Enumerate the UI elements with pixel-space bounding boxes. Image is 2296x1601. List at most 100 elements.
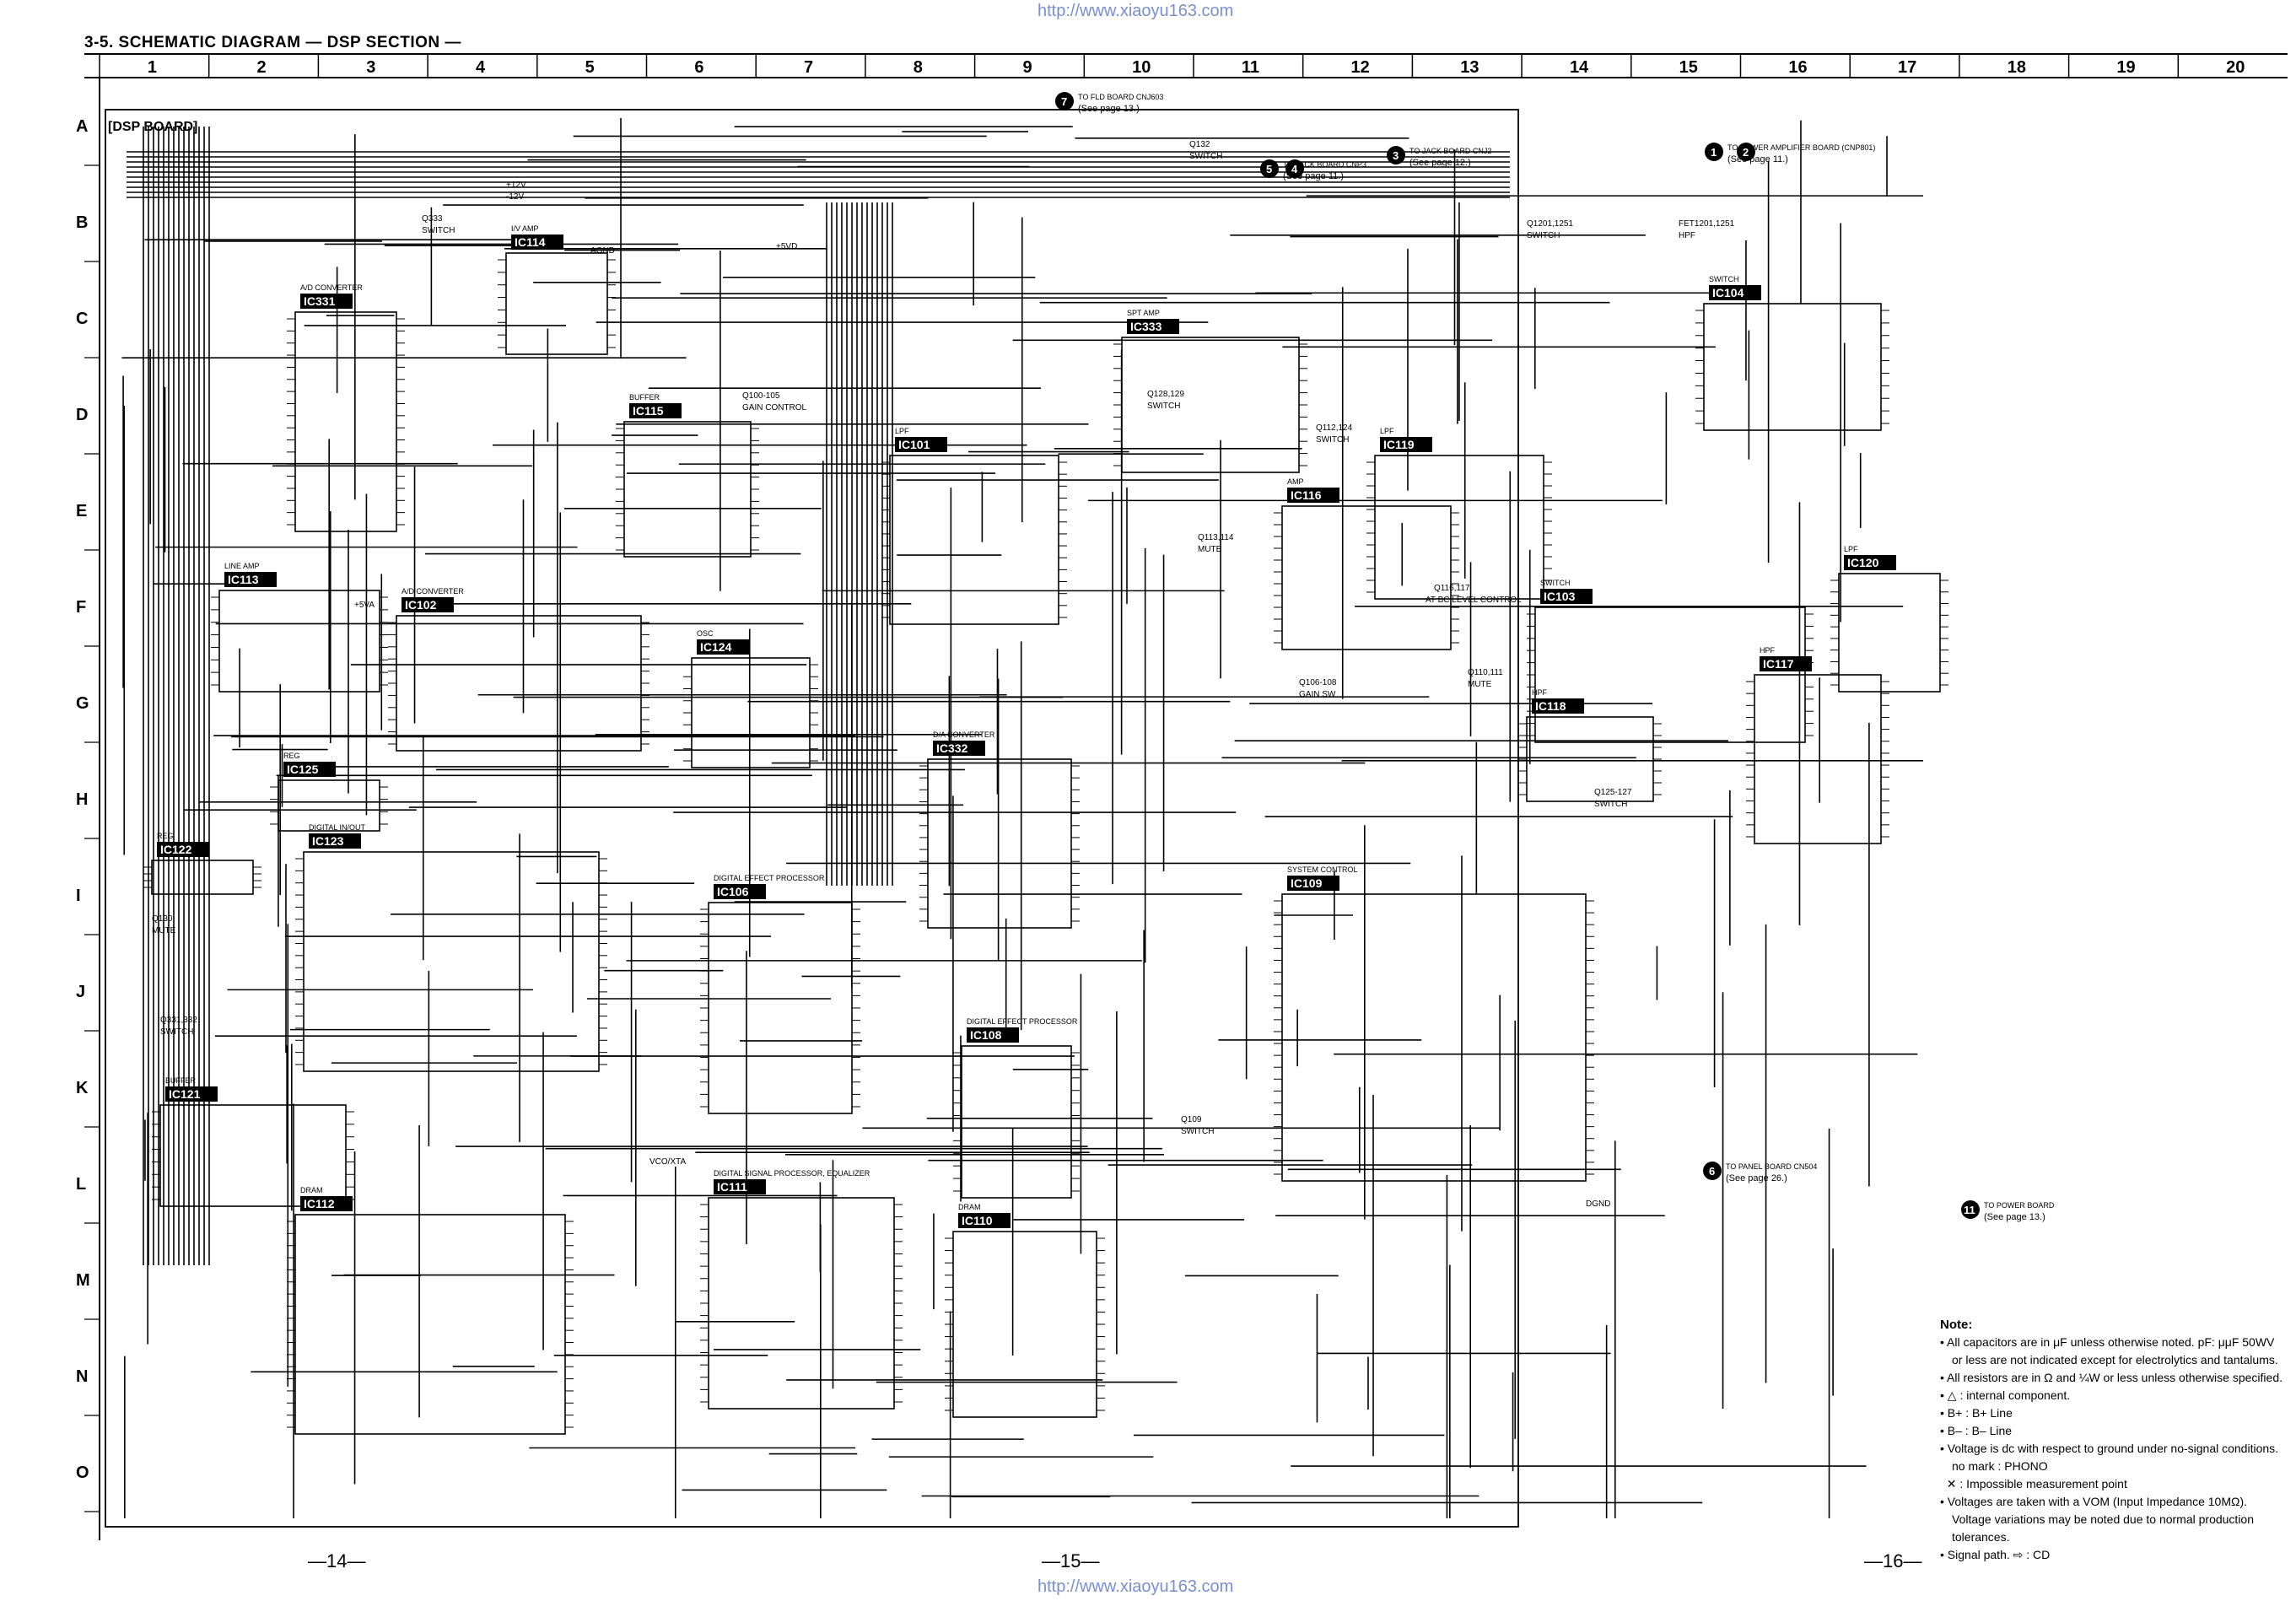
connector-destination: TO JACK BOARD CNJ2 (1409, 147, 1491, 155)
connector-number: 5 (1266, 163, 1272, 175)
row-label: C (76, 310, 88, 328)
ic-label-bg (1760, 656, 1812, 671)
row-label: D (76, 406, 88, 424)
component-label: Q110,111 (1468, 668, 1503, 677)
component-label: SWITCH (1189, 152, 1222, 161)
row-label: O (76, 1464, 89, 1482)
component-label: FET1201,1251 (1679, 219, 1735, 229)
ic-function-label: LPF (1844, 545, 1858, 553)
ic-label-bg (511, 234, 563, 250)
note-item: • Voltages are taken with a VOM (Input I… (1940, 1495, 2255, 1544)
connector-number-icon (1703, 1162, 1722, 1180)
page-number-16: —16— (1864, 1550, 1922, 1571)
component-label: SWITCH (1147, 402, 1180, 411)
component-label: +12V (506, 181, 526, 190)
ic-label: IC125 (287, 763, 319, 776)
component-label: SWITCH (160, 1027, 193, 1037)
component-label: Q116,117 (1434, 584, 1470, 593)
ic-label-bg (309, 833, 361, 849)
ic-label: IC332 (936, 741, 968, 755)
component-label: Q130 (152, 914, 173, 924)
column-number: 6 (694, 58, 703, 77)
connector-destination: TO PANEL BOARD CN504 (1726, 1162, 1817, 1171)
ic-body (927, 758, 1072, 929)
ic-body (303, 851, 600, 1072)
ic-label-bg (697, 639, 749, 655)
ic-label: IC111 (717, 1180, 747, 1194)
connector-number-icon (1387, 146, 1405, 164)
note-item: • Signal path. ⇨ : CD (1940, 1548, 2051, 1561)
ic-body (1281, 893, 1587, 1182)
component-label: -12V (506, 192, 524, 202)
ic-body (708, 902, 853, 1114)
component-label: +5VD (776, 242, 797, 251)
note-item: • B– : B– Line (1940, 1424, 2013, 1437)
connector-destination: TO JACK BOARD CNP3 (1283, 160, 1366, 169)
frame (84, 53, 2288, 1540)
board-outline (105, 109, 1519, 1528)
connector-number-icon (1705, 143, 1723, 161)
ic-label-bg (958, 1213, 1011, 1228)
ic-label: IC116 (1291, 488, 1322, 502)
ic-function-label: SYSTEM CONTROL (1287, 865, 1358, 874)
ic-function-label: A/D CONVERTER (402, 587, 464, 596)
ic-label-bg (1532, 698, 1584, 714)
ic-label-bg (933, 741, 985, 756)
row-label: J (76, 983, 85, 1001)
note-item: • Voltage is dc with respect to ground u… (1940, 1442, 2279, 1473)
page-number-14: —14— (308, 1550, 366, 1571)
ic-label: IC103 (1544, 590, 1576, 603)
component-label: SWITCH (1181, 1127, 1214, 1136)
ic-function-label: HPF (1760, 646, 1776, 655)
connector-page-ref: (See page 26.) (1726, 1173, 1787, 1183)
connector-number-icon (1961, 1200, 1980, 1219)
ic-label-bg (224, 572, 277, 587)
note-item: • All capacitors are in μF unless otherw… (1940, 1335, 2278, 1367)
ic-function-label: LPF (1380, 427, 1394, 435)
ic-body (1374, 455, 1544, 600)
ic-label-bg (165, 1086, 218, 1102)
component-label: SWITCH (1594, 800, 1627, 809)
ic-body (889, 455, 1059, 625)
ic-label-bg (1127, 319, 1179, 334)
ic-body (1281, 505, 1452, 650)
row-label: M (76, 1271, 90, 1290)
ic-function-label: SWITCH (1709, 275, 1739, 283)
connector-number: 11 (1964, 1204, 1975, 1216)
ic-label-bg (300, 294, 353, 309)
note-item: • △ : internal component. (1940, 1388, 2071, 1402)
column-number: 15 (1679, 58, 1698, 77)
ic-label-bg (1540, 589, 1593, 604)
connector-page-ref: (See page 13.) (1984, 1212, 2045, 1222)
ic-label-bg (157, 842, 209, 857)
ic-body (623, 421, 752, 558)
note-item: • All resistors are in Ω and ¼W or less … (1940, 1371, 2283, 1384)
page-number-15: —15— (1042, 1550, 1100, 1571)
connector-number-icon (1285, 159, 1304, 178)
ic-function-label: BUFFER (629, 393, 660, 402)
connector-number: 3 (1393, 149, 1399, 162)
connector-destination: TO POWER AMPLIFIER BOARD (CNP801) (1727, 143, 1875, 152)
ic-label-bg (1287, 876, 1339, 891)
row-label: A (76, 117, 88, 136)
row-label: K (76, 1079, 89, 1097)
connector-marker: 4 (1285, 159, 1304, 178)
connector-number: 7 (1061, 95, 1067, 108)
ic-label: IC113 (228, 573, 259, 586)
column-number: 4 (476, 58, 486, 77)
component-label: AGND (590, 246, 615, 256)
component-label: Q132 (1189, 140, 1210, 149)
component-label: GAIN CONTROL (742, 403, 807, 412)
